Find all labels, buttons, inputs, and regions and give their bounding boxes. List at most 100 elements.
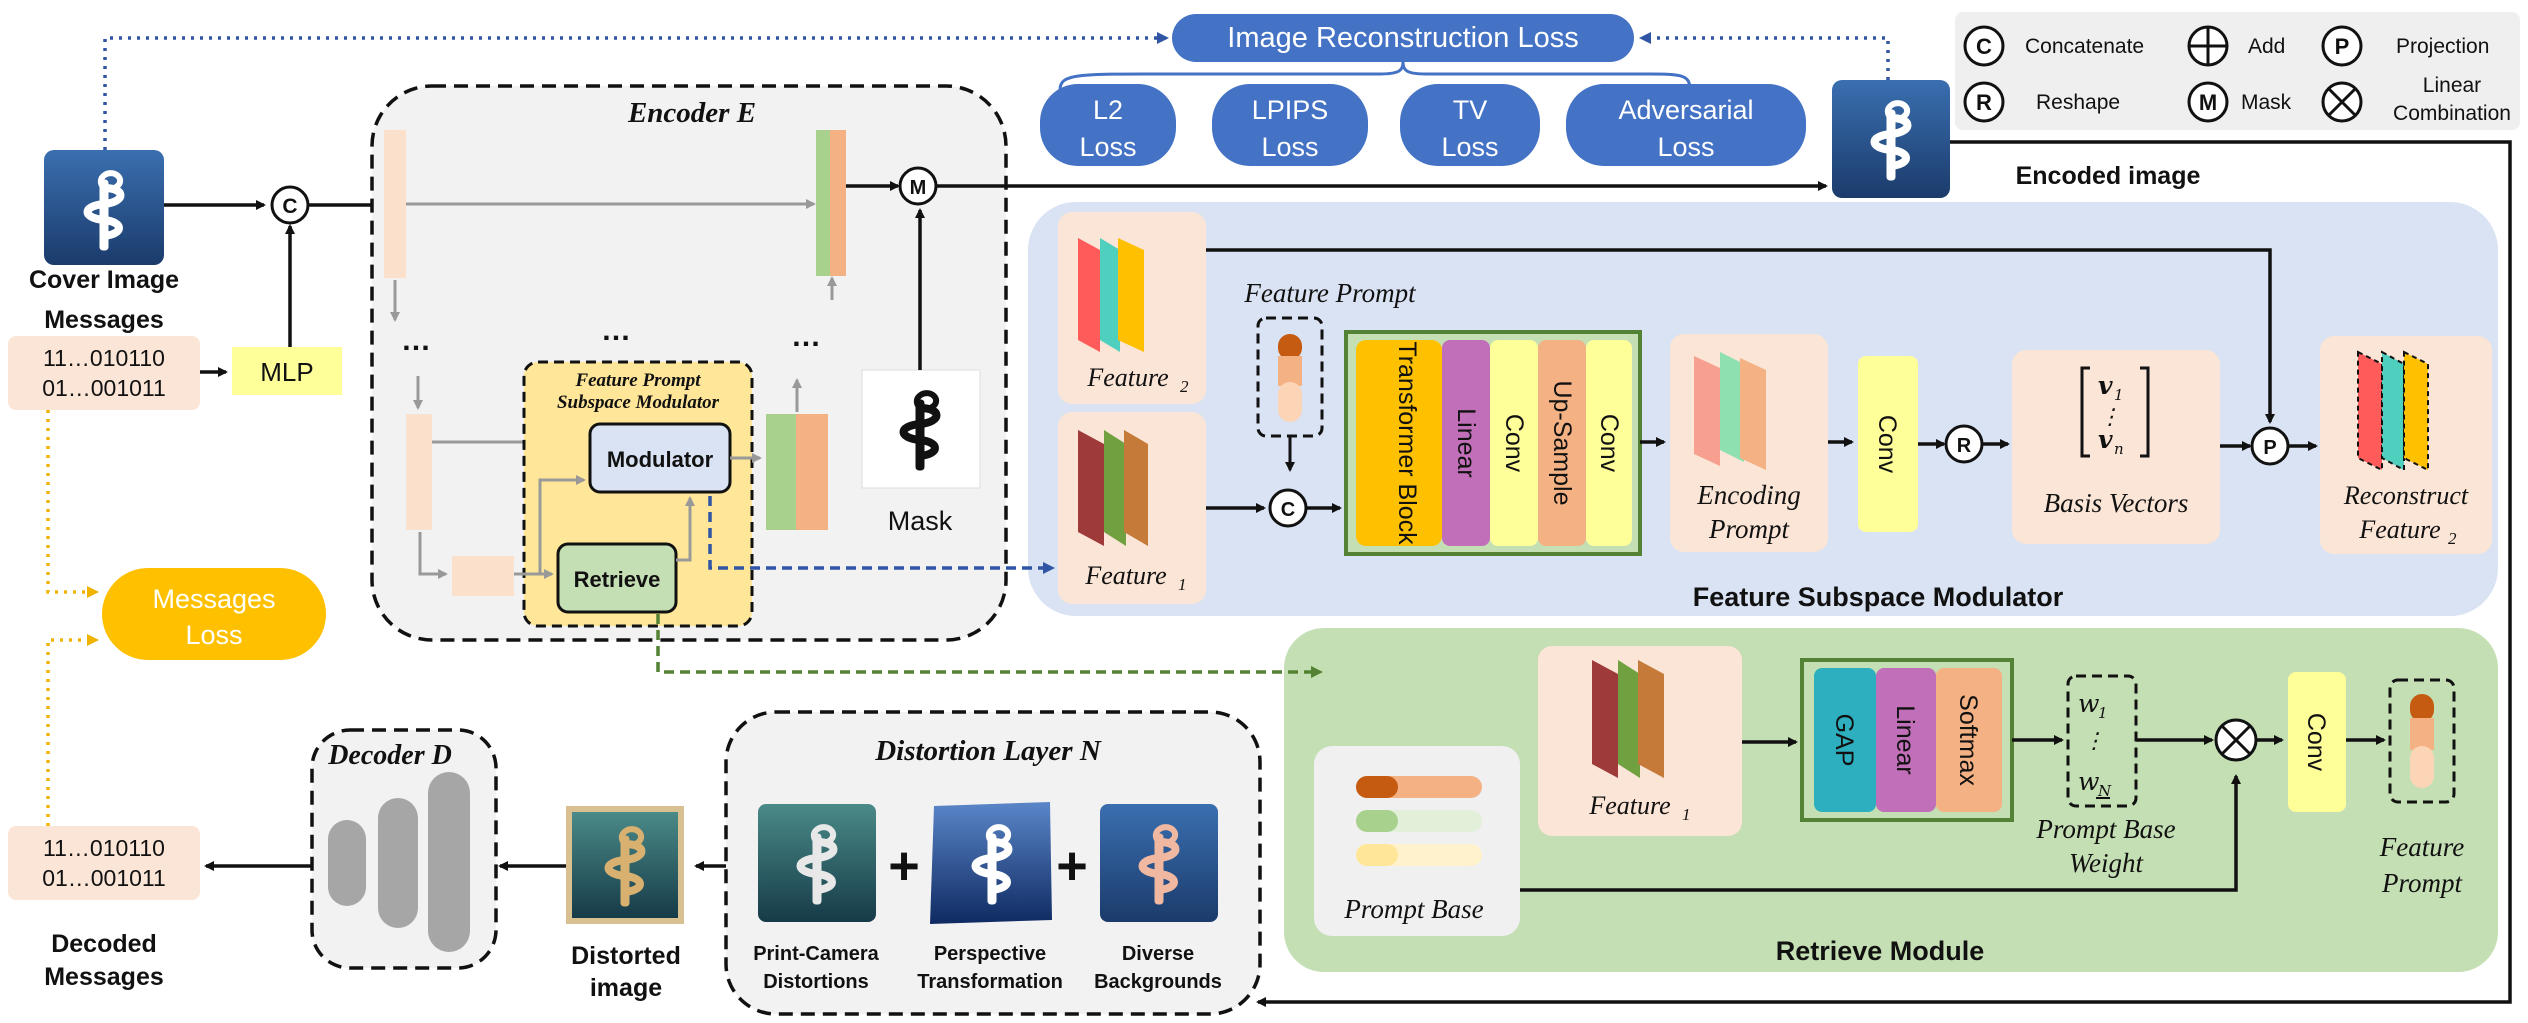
fsm-linear-label: Linear [1452,408,1480,478]
basis-v1: v [2098,371,2113,400]
diverse-line2: Backgrounds [1094,971,1222,993]
fsm-concat-symbol: C [1281,499,1295,521]
print-camera-line1: Print-Camera [753,943,879,965]
encoded-to-distortion-arrow [1256,140,2512,1007]
messages-bits-line2: 01…001011 [42,375,166,401]
retrieve-feature-prompt-line2: Prompt [2381,868,2463,898]
decoded-bits-line1: 11…010110 [43,835,165,861]
retrieve-linear-label: Linear [1891,705,1919,775]
retrieve-feature-prompt-box [2388,678,2456,804]
distortion-title: Distortion Layer N [874,735,1102,767]
plus-icon-1: + [888,836,920,896]
legend-concatenate-label: Concatenate [2025,35,2144,58]
legend-projection-icon [2321,25,2363,67]
reconstruct-feature-label: Feature [2358,515,2440,544]
tv-loss-line1: TV [1453,95,1488,125]
retrieve-feature1-brown [1638,660,1664,778]
mlp-box [232,347,342,395]
weight-wn-sub: N [2097,782,2112,800]
mask-op-symbol: M [910,177,927,199]
decoded-messages-line1: Decoded [51,930,157,958]
encoder-dots-center: … [601,314,631,347]
legend-projection-symbol: P [2335,34,2350,59]
fpsm-to-fsm-dashed-arrow [708,496,1055,574]
decoder-block-1 [328,820,366,906]
plus-icon-2: + [1056,836,1088,896]
reconstruct-subscript: 2 [2448,529,2457,548]
basis-vectors-label: Basis Vectors [2044,488,2189,518]
legend-reshape-icon [1963,81,2005,123]
adversarial-loss-line1: Adversarial [1618,95,1753,125]
messages-loss-line1: Messages [152,584,275,614]
diverse-line1: Diverse [1122,943,1194,965]
weight-w1: w [2078,689,2099,718]
legend-mask-symbol: M [2199,90,2217,115]
print-camera-image [758,804,876,922]
messages-to-loss-dotted-arrow [46,410,99,598]
lpips-loss-box [1212,84,1368,166]
messages-label: Messages [44,306,164,334]
basis-vn-sub: n [2114,440,2124,458]
feature1-layer-maroon [1078,430,1104,546]
decoder-block-2 [378,798,418,928]
prompt-base-to-combination-arrow [1520,774,2241,892]
basis-bracket-right [2140,366,2150,458]
basis-vectors-box [2012,350,2220,544]
basis-v1-sub: 1 [2114,386,2124,404]
fsm-conv-layer-1 [1490,340,1538,546]
encoder-fused-orange [796,414,828,530]
legend-concatenate-icon [1963,25,2005,67]
encoded-image [1832,80,1950,198]
perspective-line1: Perspective [934,943,1046,965]
l2-loss-box [1040,84,1176,166]
legend-reshape-label: Reshape [2036,91,2120,114]
encoding-prompt-line2: Prompt [1708,514,1790,544]
encoder-fused-green [766,414,796,530]
messages-loss-line2: Loss [185,620,242,650]
reconstruct-layer-teal [2381,350,2405,472]
retrieve-linear-layer [1876,668,1936,812]
legend-add-cross [2189,27,2227,65]
cover-to-loss-dotted-arrow [103,32,1169,150]
encoded-to-loss-dotted-arrow [1639,32,1890,80]
feature2-layer-red [1078,238,1100,352]
feature1-layer-brown [1124,430,1148,546]
gap-layer [1814,668,1876,812]
distorted-line2: image [590,974,662,1002]
fsm-title: Feature Subspace Modulator [1693,582,2064,612]
distorted-image [566,806,684,924]
messages-loss-box [102,568,326,660]
tv-loss-box [1400,84,1540,166]
legend-linear-combination-cross [2327,87,2357,117]
perspective-line2: Transformation [917,971,1063,993]
legend-add-label: Add [2248,35,2285,58]
upsample-label: Up-Sample [1548,380,1576,505]
legend-concatenate-symbol: C [1976,34,1992,59]
transformer-block-label: Transformer Block [1393,341,1421,545]
prompt-base-row-1-dark [1356,776,1398,798]
retrieve-to-modulator-arrow [676,496,695,562]
feature2-subscript: 2 [1180,377,1189,396]
mask-label: Mask [888,506,953,536]
retrieve-prompt-token-3 [2410,746,2434,788]
reconstruct-layer-red [2357,350,2383,472]
legend-projection-label: Projection [2396,35,2489,58]
decoded-bits-line2: 01…001011 [42,865,166,891]
retrieve-prompt-token-1 [2410,694,2434,722]
encoder-out-green [816,130,830,276]
reconstruction-loss-group: Image Reconstruction Loss L2 Loss LPIPS … [1040,14,1806,166]
decoded-bits-box [8,826,200,900]
gap-label: GAP [1830,714,1858,767]
cover-image-label: Cover Image [29,266,179,294]
retrieve-feature-prompt-line1: Feature [2379,832,2464,862]
retrieve-conv-box [2288,672,2346,812]
fsm-conv1-label: Conv [1500,414,1528,473]
cover-image [44,150,164,265]
lpips-loss-line1: LPIPS [1252,95,1329,125]
encoder-out-orange [830,130,846,276]
legend-panel [1955,12,2520,130]
diverse-background-image [1100,804,1218,922]
fsm-prompt-token-3 [1278,382,1302,422]
basis-vdots: ⋮ [2099,405,2121,430]
